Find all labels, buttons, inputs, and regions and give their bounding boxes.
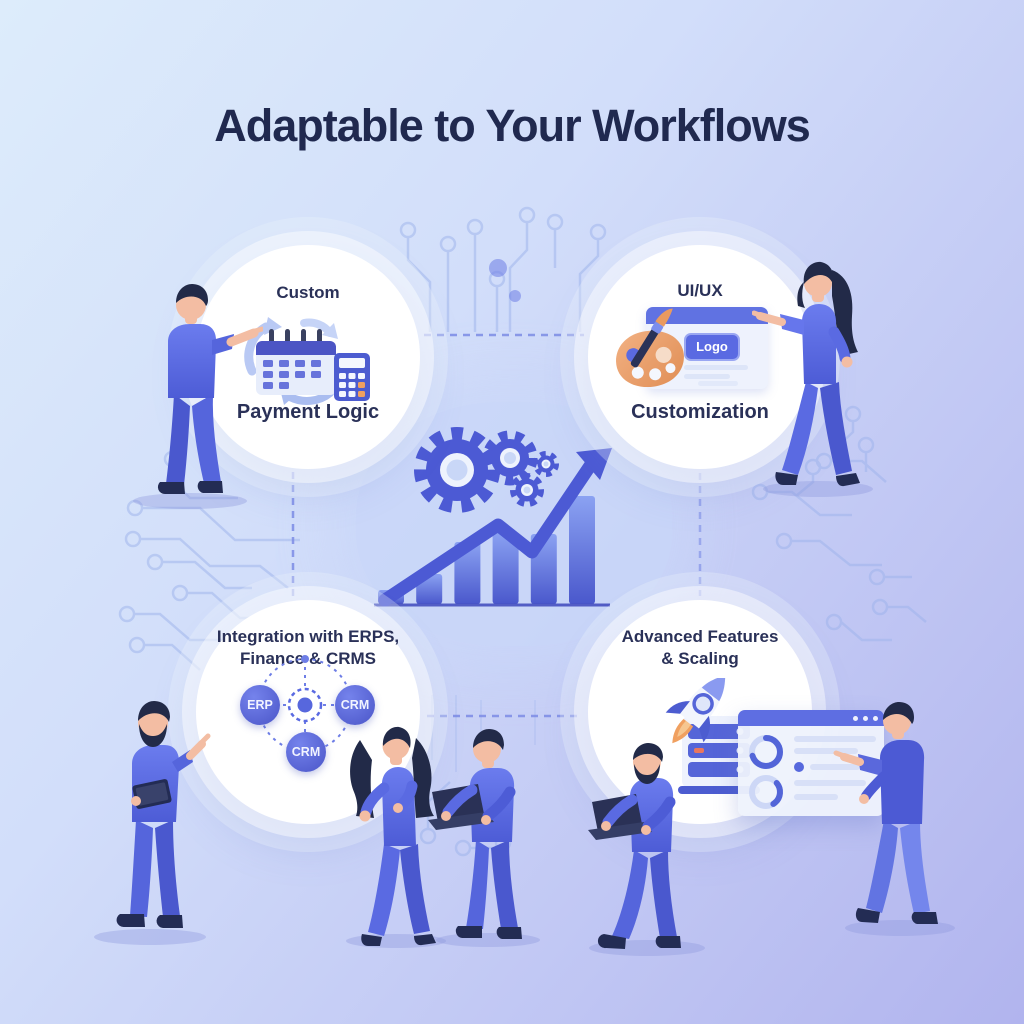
bubble-connector-lines (291, 333, 702, 718)
growth-arrow-icon (378, 448, 612, 607)
donut-chart-icon (749, 735, 783, 769)
donut-chart-icon (749, 775, 783, 809)
feature-bubble-uiux-customization: UI/UX Logo Customization (588, 245, 812, 469)
bar-chart-icon (374, 496, 610, 607)
gears-icon (414, 427, 559, 513)
paint-palette-icon (616, 308, 684, 388)
feature-label-custom: Custom (276, 283, 340, 302)
dashboard-header-bar (738, 710, 884, 726)
crm-node-bottom: CRM (286, 732, 326, 772)
person-bearded-man-with-laptop (588, 743, 705, 956)
feature-bubble-custom-payment-logic: Custom (196, 245, 420, 469)
rocket-server-icon (665, 678, 760, 794)
feature-bubble-integration: Integration with ERPS, Finance & CRMS ER… (196, 600, 420, 824)
person-woman-pointing-left (752, 261, 873, 497)
person-man-with-tablet (94, 701, 211, 945)
feature-label-advanced: Advanced Features & Scaling (621, 627, 779, 669)
page-title: Adaptable to Your Workflows (214, 100, 811, 151)
feature-label-customization: Customization (631, 401, 769, 423)
calendar-icon (256, 329, 336, 395)
rocket-icon (665, 678, 726, 744)
window-dot-icon (853, 715, 858, 721)
hub-spoke-icon (258, 655, 352, 752)
person-man-pointing-right (133, 284, 263, 509)
browser-header-bar (646, 307, 768, 324)
tablet-icon (132, 779, 172, 809)
window-dot-icon (863, 715, 868, 721)
logo-badge: Logo (684, 333, 740, 361)
erp-node: ERP (240, 685, 280, 725)
feature-label-payment-logic: Payment Logic (236, 401, 380, 423)
paint-brush-icon (630, 308, 673, 368)
calculator-icon (334, 353, 370, 401)
person-man-pointing-at-dashboard (833, 702, 955, 936)
calendar-calculator-icon (244, 317, 370, 405)
person-man-with-laptop (428, 729, 540, 947)
crm-node-right: CRM (335, 685, 375, 725)
bullet-dot-icon (794, 762, 804, 772)
feature-label-uiux: UI/UX (677, 281, 723, 300)
gears-growth-chart-graphic (374, 427, 612, 607)
person-woman-gesturing (346, 726, 446, 948)
window-dot-icon (873, 715, 878, 721)
